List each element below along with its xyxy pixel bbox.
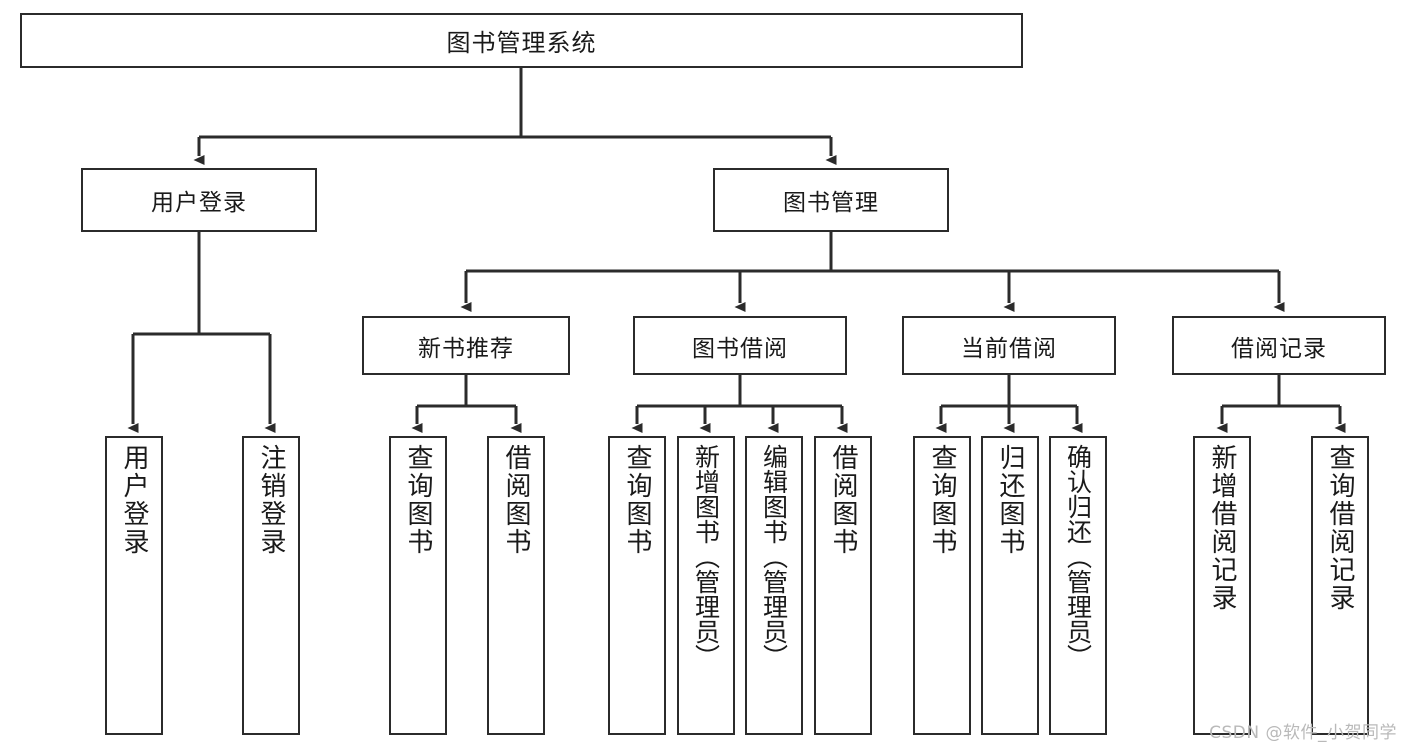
leaf-borrow-edit-book-admin[interactable]: 编辑图书（管理员）	[745, 436, 803, 735]
leaf-label: 新增借阅记录	[1207, 444, 1238, 612]
leaf-label: 注销登录	[256, 444, 287, 556]
leaf-label: 查询图书	[622, 444, 653, 556]
leaf-label: 确认归还（管理员）	[1063, 444, 1093, 669]
leaf-borrow-query-book[interactable]: 查询图书	[608, 436, 666, 735]
node-label: 用户登录	[151, 190, 247, 216]
node-label: 图书借阅	[692, 335, 788, 362]
leaf-recommend-query-book[interactable]: 查询图书	[389, 436, 447, 735]
node-borrow-records[interactable]: 借阅记录	[1172, 316, 1386, 375]
leaf-label: 查询借阅记录	[1325, 444, 1356, 612]
node-label: 新书推荐	[418, 335, 514, 362]
leaf-label: 编辑图书（管理员）	[759, 444, 789, 669]
leaf-records-add-record[interactable]: 新增借阅记录	[1193, 436, 1251, 735]
leaf-current-confirm-return-admin[interactable]: 确认归还（管理员）	[1049, 436, 1107, 735]
node-new-book-recommend[interactable]: 新书推荐	[362, 316, 570, 375]
node-label: 当前借阅	[961, 335, 1057, 362]
watermark-text: CSDN @软件_小贺同学	[1209, 723, 1397, 743]
leaf-label: 新增图书（管理员）	[691, 444, 721, 669]
leaf-label: 查询图书	[403, 444, 434, 556]
node-current-borrow[interactable]: 当前借阅	[902, 316, 1116, 375]
leaf-label: 归还图书	[995, 444, 1026, 556]
node-label: 图书管理系统	[446, 29, 597, 57]
leaf-label: 借阅图书	[501, 444, 532, 556]
leaf-current-return-book[interactable]: 归还图书	[981, 436, 1039, 735]
node-root-system[interactable]: 图书管理系统	[20, 13, 1023, 68]
leaf-current-query-book[interactable]: 查询图书	[913, 436, 971, 735]
node-book-borrow[interactable]: 图书借阅	[633, 316, 847, 375]
leaf-user-login-logout[interactable]: 注销登录	[242, 436, 300, 735]
leaf-records-query-record[interactable]: 查询借阅记录	[1311, 436, 1369, 735]
node-label: 借阅记录	[1231, 335, 1327, 362]
leaf-borrow-borrow-book[interactable]: 借阅图书	[814, 436, 872, 735]
node-book-management[interactable]: 图书管理	[713, 168, 949, 232]
node-label: 图书管理	[783, 190, 879, 216]
leaf-label: 用户登录	[119, 444, 150, 556]
leaf-borrow-add-book-admin[interactable]: 新增图书（管理员）	[677, 436, 735, 735]
leaf-user-login-login[interactable]: 用户登录	[105, 436, 163, 735]
node-user-login[interactable]: 用户登录	[81, 168, 317, 232]
leaf-recommend-borrow-book[interactable]: 借阅图书	[487, 436, 545, 735]
leaf-label: 查询图书	[927, 444, 958, 556]
leaf-label: 借阅图书	[828, 444, 859, 556]
